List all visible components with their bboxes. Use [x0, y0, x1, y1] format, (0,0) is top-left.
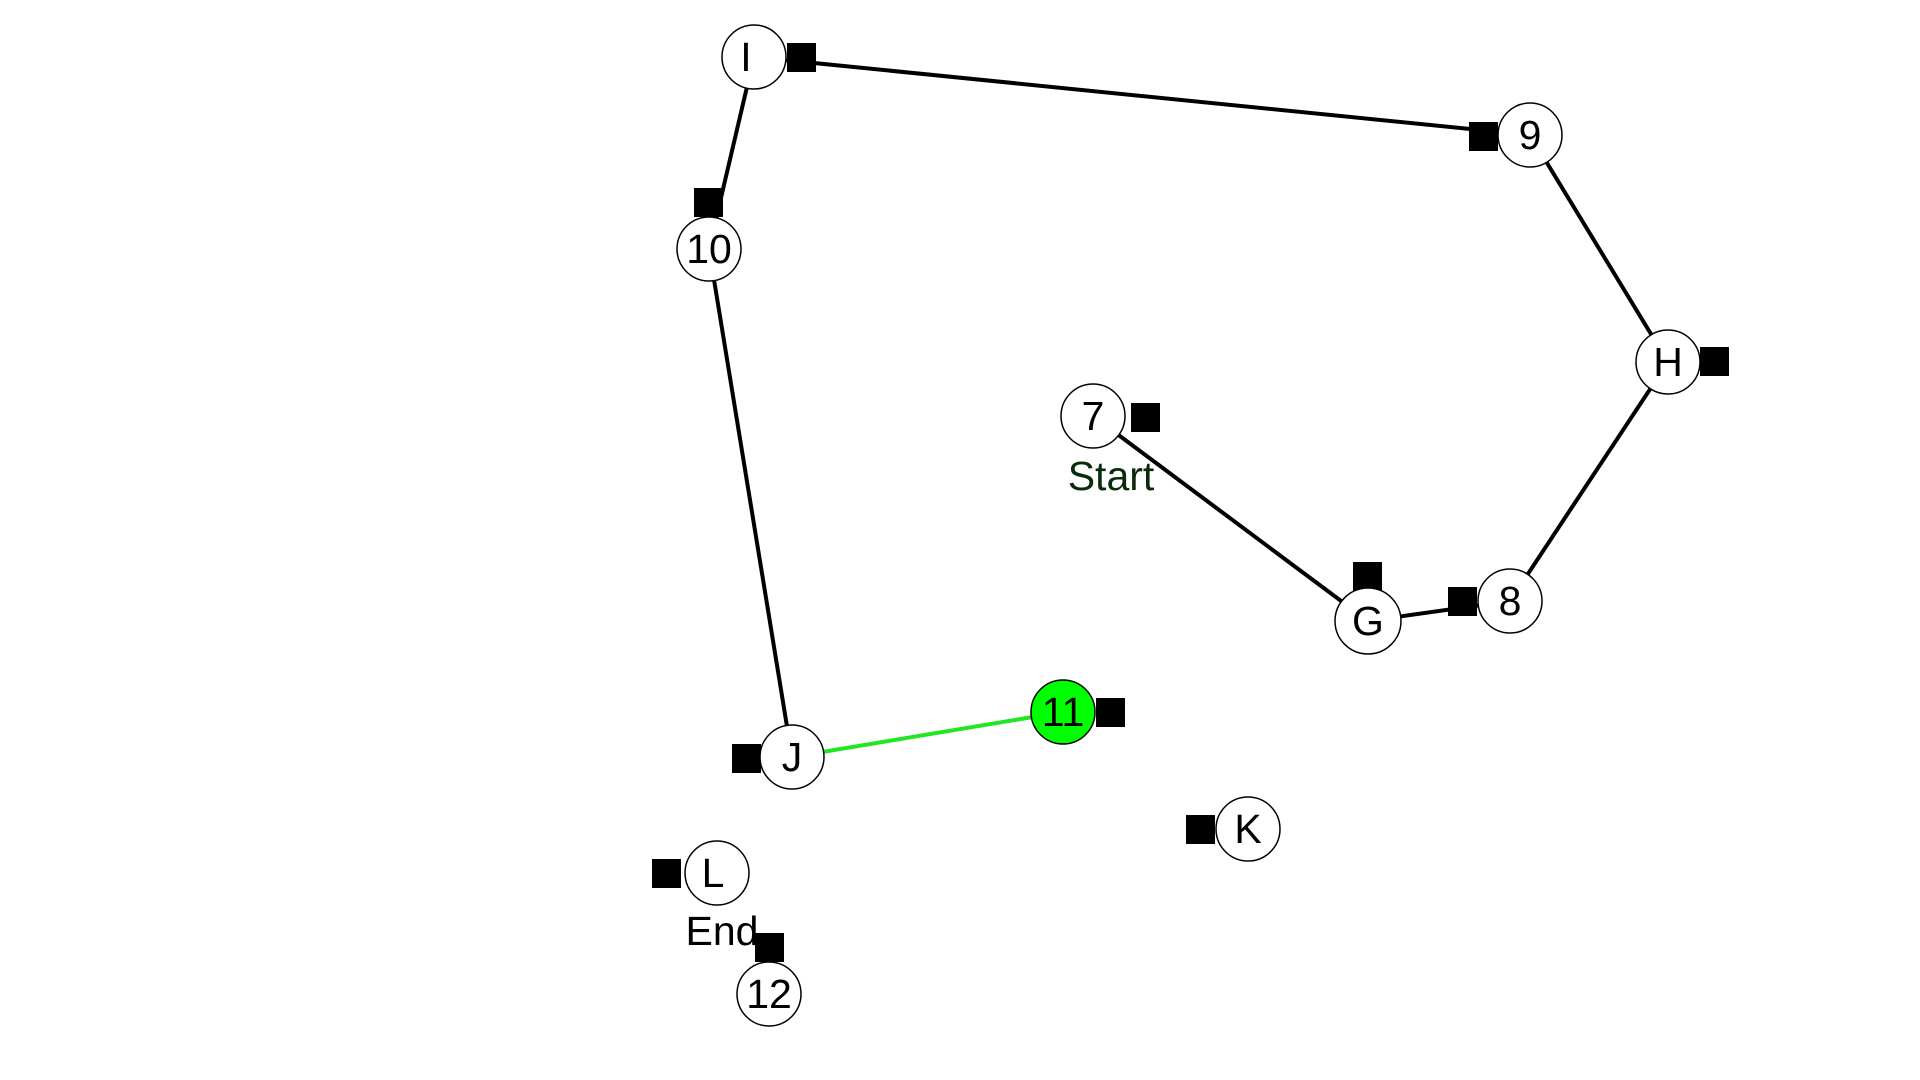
node-12-circle[interactable]	[736, 961, 802, 1027]
handle-l[interactable]	[652, 859, 681, 888]
edge-8-h	[1508, 360, 1670, 603]
node-11-label: 11	[1042, 689, 1085, 735]
edge-j-11-active	[791, 710, 1064, 759]
node-7-label: 7	[1082, 393, 1105, 439]
node-10-label: 10	[686, 226, 732, 272]
node-8-label: 8	[1499, 578, 1522, 624]
handle-11[interactable]	[1096, 698, 1125, 727]
node-i-label: I	[740, 34, 751, 80]
node-12[interactable]: 12	[736, 961, 802, 1027]
handle-h[interactable]	[1700, 347, 1729, 376]
handle-10[interactable]	[694, 188, 723, 217]
node-9[interactable]: 9	[1497, 102, 1563, 168]
node-l[interactable]: L	[684, 840, 750, 906]
handle-12[interactable]	[755, 933, 784, 962]
node-h-label: H	[1653, 339, 1683, 385]
node-9-label: 9	[1519, 112, 1542, 158]
handle-7[interactable]	[1131, 403, 1160, 432]
handle-8[interactable]	[1448, 587, 1477, 616]
node-10[interactable]: 10	[676, 216, 742, 282]
handle-j[interactable]	[732, 744, 761, 773]
node-11-circle[interactable]	[1030, 679, 1096, 745]
node-i-circle[interactable]	[721, 24, 787, 90]
handle-g[interactable]	[1353, 562, 1382, 591]
node-9-circle[interactable]	[1497, 102, 1563, 168]
node-i[interactable]: I	[721, 24, 787, 90]
handle-9[interactable]	[1469, 122, 1498, 151]
edges	[707, 55, 1670, 759]
node-11-current[interactable]: 11	[1030, 679, 1096, 745]
edge-9-i	[753, 55, 1531, 137]
edge-7-g	[1091, 414, 1370, 623]
start-tag: Start	[1068, 453, 1155, 499]
handle-k[interactable]	[1186, 815, 1215, 844]
node-g-circle[interactable]	[1334, 587, 1402, 655]
node-k[interactable]: K	[1215, 796, 1281, 862]
node-g[interactable]: G	[1334, 587, 1402, 655]
node-k-circle[interactable]	[1215, 796, 1281, 862]
node-k-label: K	[1234, 806, 1261, 852]
edge-10-j	[707, 248, 794, 758]
node-7[interactable]: 7	[1060, 383, 1126, 449]
node-j-circle[interactable]	[759, 724, 825, 790]
node-8[interactable]: 8	[1477, 568, 1543, 634]
node-j-label: J	[782, 734, 803, 780]
node-j[interactable]: J	[759, 724, 825, 790]
node-8-circle[interactable]	[1477, 568, 1543, 634]
handle-i[interactable]	[787, 43, 816, 72]
end-tag: End	[686, 908, 759, 954]
node-10-circle[interactable]	[676, 216, 742, 282]
node-l-label: L	[702, 850, 725, 896]
node-h-circle[interactable]	[1635, 329, 1701, 395]
node-g-label: G	[1352, 598, 1384, 644]
handles	[652, 43, 1729, 962]
edge-h-9	[1528, 133, 1670, 364]
node-12-label: 12	[746, 971, 792, 1017]
node-h[interactable]: H	[1635, 329, 1701, 395]
node-l-circle[interactable]	[684, 840, 750, 906]
nodes: 7 G 8 H 9 I 10 J	[676, 24, 1701, 1027]
node-7-circle[interactable]	[1060, 383, 1126, 449]
